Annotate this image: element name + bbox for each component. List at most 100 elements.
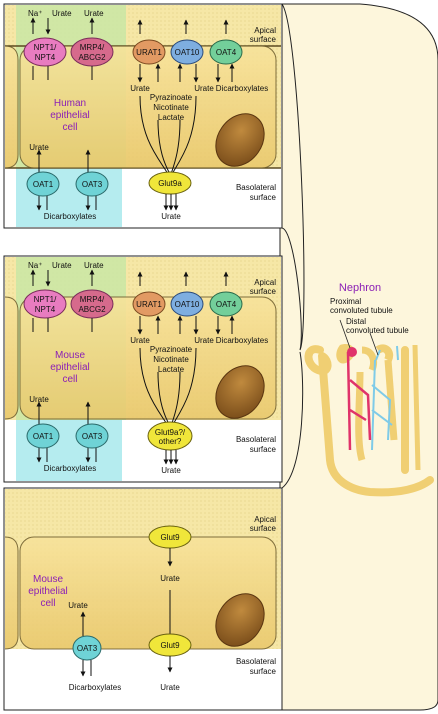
cell-title: cell (62, 122, 77, 133)
apical-label: Apical (254, 278, 276, 287)
basolateral-label: Basolateral (236, 657, 276, 666)
oat1-label: OAT1 (33, 432, 54, 441)
apical-label: surface (250, 35, 277, 44)
urate-label: Urate (160, 574, 180, 583)
connector-lower (281, 351, 304, 489)
urate-label: Urate (29, 395, 49, 404)
oat4-label: OAT4 (216, 48, 237, 57)
nephron-title: Nephron (339, 282, 381, 294)
apical-label: surface (250, 524, 277, 533)
panel1-transporters (23, 17, 243, 211)
urate-label: Urate (130, 336, 150, 345)
mrp-label: MRP4/ (80, 295, 105, 304)
panel2-transporters (23, 269, 243, 465)
panel-mouse-2 (3, 487, 283, 711)
substrate-label: Lactate (158, 113, 185, 122)
proximal-label: Proximal (330, 297, 361, 306)
urate-label: Urate (84, 9, 104, 18)
apical-label: surface (250, 287, 277, 296)
oat10-label: OAT10 (175, 48, 200, 57)
npt-transporter (23, 289, 67, 319)
nucleus (215, 593, 265, 647)
oat4-label: OAT4 (216, 300, 237, 309)
basolateral-label: Basolateral (236, 435, 276, 444)
oat3-label: OAT3 (82, 180, 103, 189)
oat10-transporter (170, 291, 204, 317)
urat1-transporter (132, 291, 166, 317)
cell-title: Mouse (55, 350, 85, 361)
urate-label: Urate (160, 683, 180, 692)
oat1-label: OAT1 (33, 180, 54, 189)
distal-label: Distal (346, 317, 366, 326)
glut9a-transporter (148, 171, 192, 195)
urate-label: Urate (161, 212, 181, 221)
urate-label: Urate (130, 84, 150, 93)
urate-label: Urate (161, 466, 181, 475)
basolateral-label: Basolateral (236, 183, 276, 192)
glut9a-transporter (147, 421, 193, 451)
urate-label: Urate (194, 84, 214, 93)
mrp-label: MRP4/ (80, 43, 105, 52)
na-label: Na⁺ (28, 9, 42, 18)
tubule (304, 345, 434, 497)
cell-title: epithelial (28, 586, 67, 597)
artery (346, 351, 372, 451)
cell-title: cell (40, 598, 55, 609)
urate-label: Urate (84, 261, 104, 270)
urate-label: Urate (68, 601, 88, 610)
urate-label: Urate (29, 143, 49, 152)
basolateral-label: surface (250, 667, 277, 676)
urate-label: Urate (194, 336, 214, 345)
dicarboxylates-label: Dicarboxylates (44, 464, 96, 473)
urate-label: Urate (52, 261, 72, 270)
distal-label: convoluted tubule (346, 326, 409, 335)
apical-label: Apical (254, 515, 276, 524)
dicarboxylates-label: Dicarboxylates (216, 336, 268, 345)
dicarboxylates-label: Dicarboxylates (216, 84, 268, 93)
proximal-label: convoluted tubule (330, 306, 393, 315)
basolateral-label: surface (250, 445, 277, 454)
npt-label: NPT4 (35, 53, 56, 62)
cell-title: epithelial (50, 110, 89, 121)
nucleus (215, 113, 265, 167)
urat1-transporter (132, 39, 166, 65)
npt-transporter (23, 37, 67, 67)
na-label: Na⁺ (28, 261, 42, 270)
glut9a-label: Glut9a (158, 179, 182, 188)
dicarboxylates-label: Dicarboxylates (44, 212, 96, 221)
substrate-label: Nicotinate (153, 103, 189, 112)
oat3-transporter (75, 423, 109, 449)
connector-upper (281, 3, 305, 351)
cell-title: Mouse (33, 574, 63, 585)
urat1-label: URAT1 (136, 300, 162, 309)
substrate-label: Nicotinate (153, 355, 189, 364)
substrate-label: Lactate (158, 365, 185, 374)
oat10-transporter (170, 39, 204, 65)
oat1-transporter (26, 171, 60, 197)
substrate-label: Pyrazinoate (150, 345, 193, 354)
nephron-illustration (304, 319, 434, 497)
oat3-label: OAT3 (77, 644, 98, 653)
cell-title: Human (54, 98, 86, 109)
dicarboxylates-label: Dicarboxylates (69, 683, 121, 692)
glut9-label: Glut9 (160, 641, 180, 650)
oat4-transporter (209, 39, 243, 65)
oat4-transporter (209, 291, 243, 317)
mrp-label: ABCG2 (78, 53, 106, 62)
glut9a-label: other? (159, 437, 182, 446)
oat3-transporter (75, 171, 109, 197)
npt-label: NPT4 (35, 305, 56, 314)
oat1-transporter (26, 423, 60, 449)
urat1-label: URAT1 (136, 48, 162, 57)
cell-title: epithelial (50, 362, 89, 373)
basolateral-label: surface (250, 193, 277, 202)
panel3-transporters (72, 525, 192, 677)
npt-label: NPT1/ (34, 295, 57, 304)
cell-title: cell (62, 374, 77, 385)
glut9-label: Glut9 (160, 533, 180, 542)
mrp-label: ABCG2 (78, 305, 106, 314)
substrate-label: Pyrazinoate (150, 93, 193, 102)
urate-label: Urate (52, 9, 72, 18)
